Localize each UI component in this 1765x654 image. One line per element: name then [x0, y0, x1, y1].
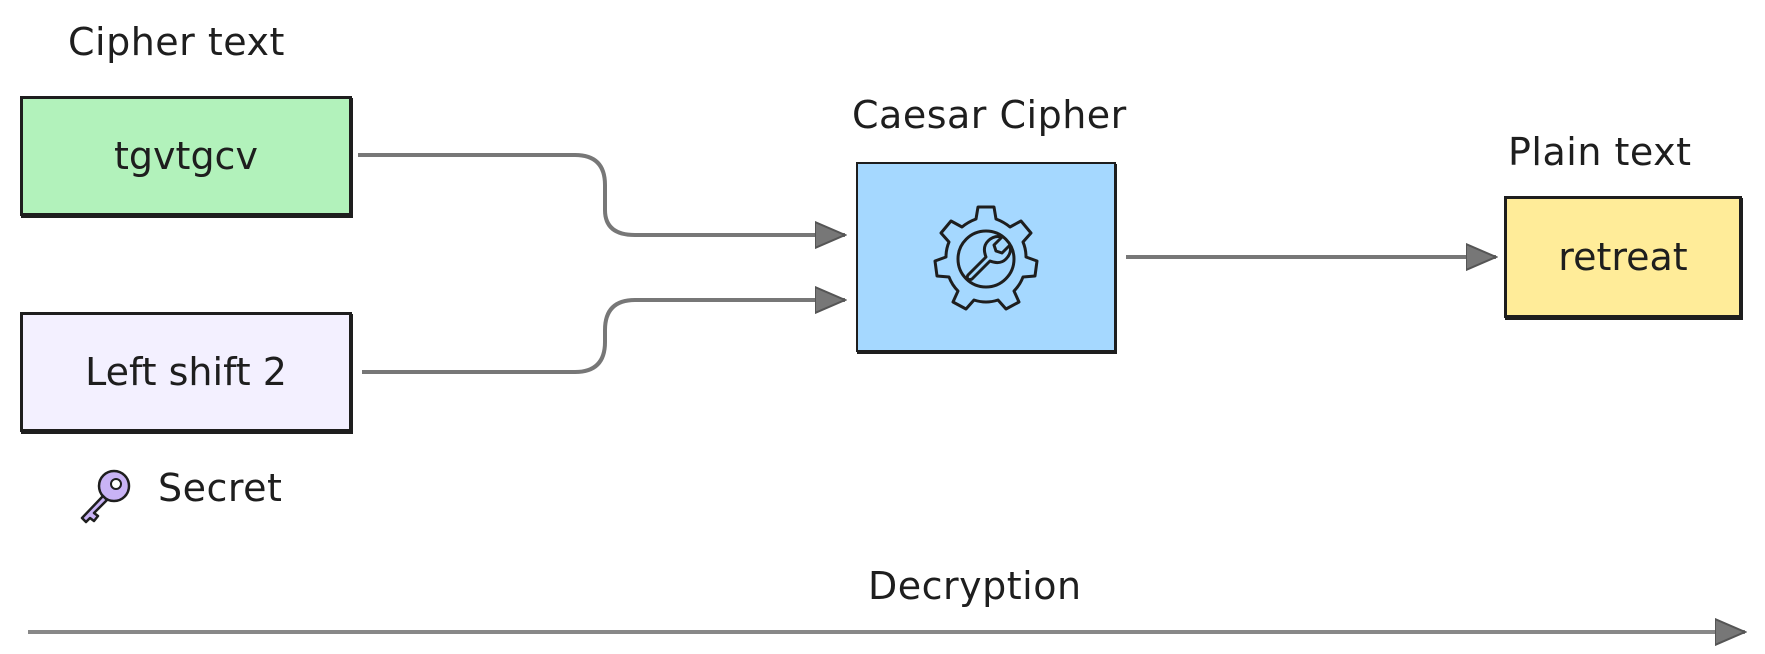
- cipher-to-caesar-arrow: [358, 153, 845, 235]
- decryption-label: Decryption: [868, 564, 1082, 608]
- cipher-text-box: tgvtgcv: [20, 96, 352, 216]
- plain-text-label: Plain text: [1508, 130, 1692, 174]
- cipher-text-label: Cipher text: [68, 20, 285, 64]
- caesar-cipher-box: [856, 162, 1116, 352]
- key-icon: [76, 466, 134, 524]
- secret-value: Left shift 2: [85, 350, 287, 394]
- cipher-text-value: tgvtgcv: [114, 134, 258, 178]
- plain-text-value: retreat: [1558, 235, 1688, 279]
- secret-label: Secret: [158, 466, 283, 510]
- plain-text-box: retreat: [1504, 196, 1742, 318]
- caesar-cipher-label: Caesar Cipher: [852, 93, 1127, 137]
- secret-to-caesar-arrow: [362, 300, 845, 374]
- gear-wrench-icon: [933, 205, 1039, 311]
- secret-box: Left shift 2: [20, 312, 352, 432]
